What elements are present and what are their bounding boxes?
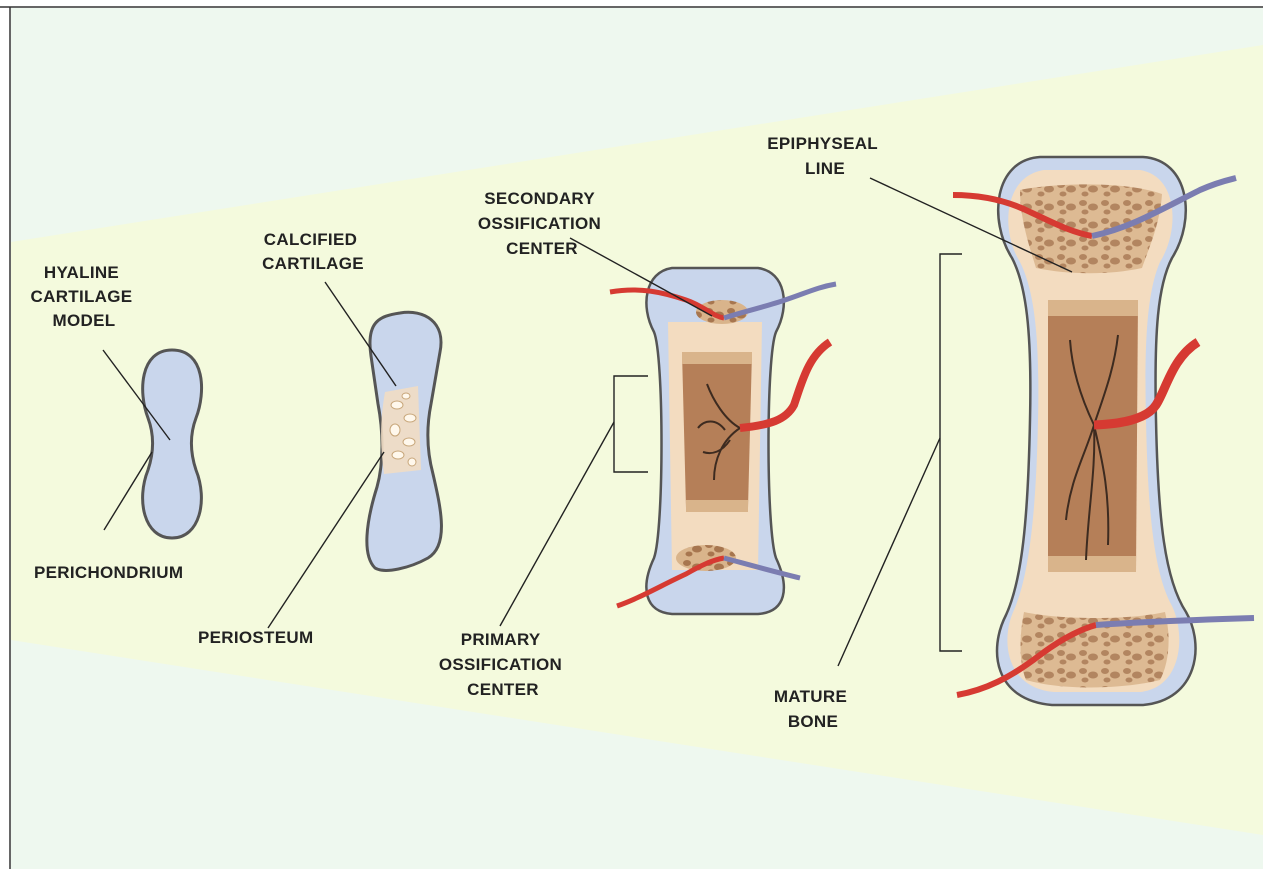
label-perichondrium: PERICHONDRIUM: [34, 563, 183, 582]
hyaline-cartilage-model: [143, 350, 202, 538]
label-periosteum: PERIOSTEUM: [198, 628, 313, 647]
